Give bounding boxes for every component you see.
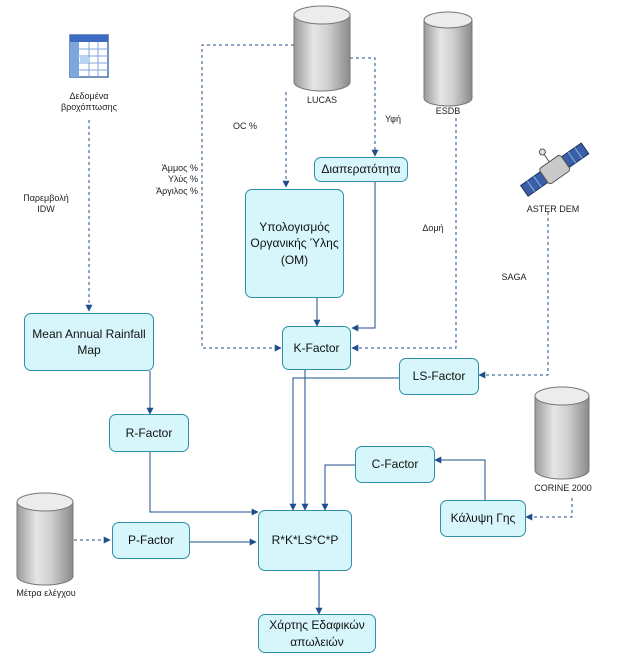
edge-lucas-to-k — [201, 44, 294, 352]
oc-edge-label: OC % — [232, 121, 257, 131]
esdb-database-icon — [423, 11, 473, 107]
edge-corine-to-landcover — [525, 498, 573, 521]
r-factor-label: R-Factor — [125, 425, 173, 440]
k-factor-label: K-Factor — [293, 340, 340, 355]
formula-box[interactable]: R*K*LS*C*P — [258, 510, 352, 571]
output-map-label: Χάρτης Εδαφικών απωλειών — [269, 618, 365, 649]
structure-edge-label: Δομή — [422, 223, 444, 233]
c-factor-label: C-Factor — [371, 457, 419, 472]
esdb-label: ESDB — [435, 106, 461, 116]
r-factor-box[interactable]: R-Factor — [109, 414, 189, 452]
ls-factor-label: LS-Factor — [412, 369, 466, 384]
om-calculation-label: Υπολογισμός Οργανικής Ύλης (OM) — [250, 220, 339, 267]
land-cover-label: Κάλυψη Γης — [450, 511, 516, 526]
lucas-database-icon — [293, 5, 351, 92]
table-icon — [69, 34, 109, 78]
saga-edge-label: SAGA — [501, 272, 527, 282]
rainfall-map-label: Mean Annual Rainfall Map — [32, 326, 146, 357]
aster-dem-label: ASTER DEM — [526, 204, 580, 214]
p-factor-label: P-Factor — [127, 533, 174, 548]
corine-database-icon — [534, 386, 590, 480]
p-factor-box[interactable]: P-Factor — [112, 522, 190, 559]
idw-edge-label: Παρεμβολή IDW — [23, 193, 69, 215]
lucas-label: LUCAS — [306, 95, 337, 105]
rainfall-data-label: Δεδομένα βροχόπτωσης — [61, 91, 117, 113]
output-map-box[interactable]: Χάρτης Εδαφικών απωλειών — [258, 614, 376, 653]
formula-label: R*K*LS*C*P — [271, 533, 339, 548]
edge-lucas-to-permeability — [350, 57, 379, 157]
edge-esdb-to-k — [351, 118, 457, 352]
control-measures-label: Μέτρα ελέγχου — [16, 588, 76, 598]
edge-r-to-formula — [149, 452, 259, 516]
satellite-icon — [519, 142, 590, 197]
c-factor-box[interactable]: C-Factor — [355, 446, 435, 483]
edge-aster-to-ls — [478, 212, 549, 379]
edge-permeability-to-k — [351, 181, 376, 332]
texture-edge-label: Υφή — [384, 114, 402, 124]
permeability-label: Διαπερατότητα — [321, 162, 401, 177]
land-cover-box[interactable]: Κάλυψη Γης — [440, 500, 526, 537]
k-factor-box[interactable]: K-Factor — [282, 326, 351, 370]
om-calculation-box[interactable]: Υπολογισμός Οργανικής Ύλης (OM) — [245, 189, 344, 298]
permeability-box[interactable]: Διαπερατότητα — [314, 157, 408, 182]
corine-label: CORINE 2000 — [534, 483, 592, 493]
edge-ls-to-formula — [289, 377, 399, 511]
ls-factor-box[interactable]: LS-Factor — [399, 358, 479, 395]
sand-silt-clay-edge-label: Άμμος % Υλύς % Άργιλος % — [156, 163, 198, 196]
edge-c-to-formula — [321, 464, 355, 511]
rainfall-map-box[interactable]: Mean Annual Rainfall Map — [24, 313, 154, 371]
edge-landcover-to-c — [434, 456, 486, 500]
control-measures-database-icon — [16, 492, 74, 586]
